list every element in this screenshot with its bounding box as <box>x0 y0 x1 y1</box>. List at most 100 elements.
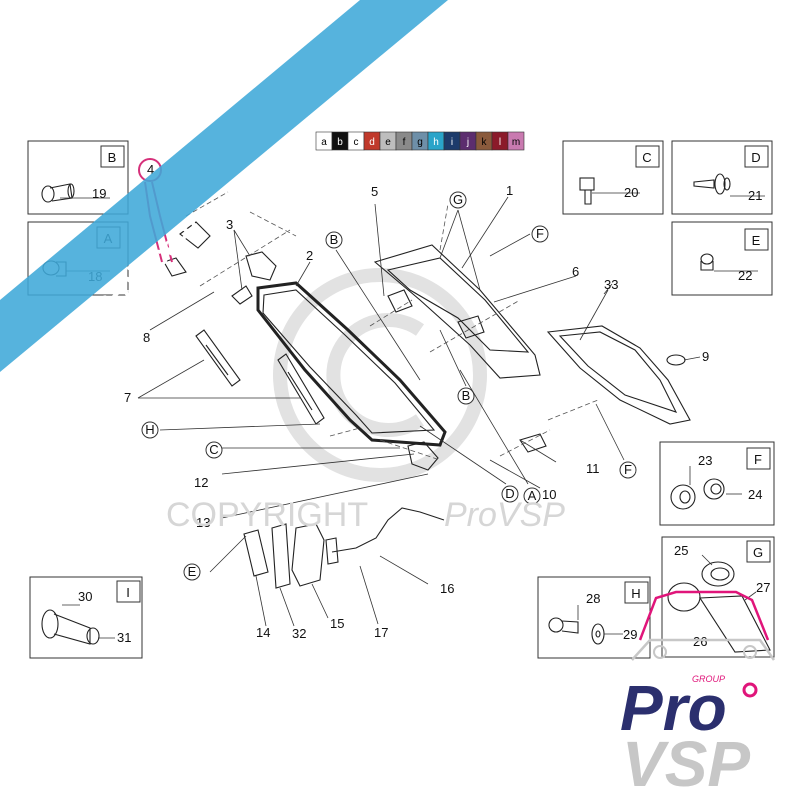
detail-box-c-letter: C <box>642 150 651 165</box>
detail-box-g-letter: G <box>753 545 763 560</box>
part-number-20: 20 <box>624 185 638 200</box>
callout-5: 5 <box>371 184 378 199</box>
detail-box-c: C 20 <box>562 140 664 215</box>
part-number-24: 24 <box>748 487 762 502</box>
legend-swatch-m <box>507 131 525 151</box>
lock-12 <box>407 441 439 471</box>
bumper-24-icon <box>703 478 725 500</box>
legend-letter-f: f <box>403 137 406 148</box>
part-number-31: 31 <box>117 630 131 645</box>
detail-box-b-letter: B <box>108 150 117 165</box>
detail-box-f: F 23 24 <box>659 441 775 526</box>
screw-20-icon <box>579 177 595 205</box>
car-outline-icon <box>631 590 776 661</box>
letter-ref-circle-d-8 <box>501 485 519 503</box>
detail-box-i-letter: I <box>126 585 130 600</box>
letter-ref-c-5: C <box>209 442 218 457</box>
provsp-logo: GROUP Pro VSP <box>620 590 776 800</box>
hinge-3 <box>231 251 277 305</box>
logo-line1: Pro <box>620 672 727 744</box>
legend-letter-j: j <box>466 137 469 148</box>
callout-1: 1 <box>506 183 513 198</box>
logo-group-label: GROUP <box>692 674 725 684</box>
letter-ref-a-9: A <box>528 488 537 503</box>
legend-letter-k: k <box>482 137 488 148</box>
letter-ref-b-3: B <box>462 388 471 403</box>
logo-line2: VSP <box>622 728 750 800</box>
legend-letter-e: e <box>385 137 391 148</box>
tailgate-exploded-view <box>163 191 691 589</box>
part-number-21: 21 <box>748 188 762 203</box>
letter-ref-circle-h-4 <box>141 421 159 439</box>
detail-box-d-letter: D <box>751 150 760 165</box>
callout-15: 15 <box>330 616 344 631</box>
callout-16: 16 <box>440 581 454 596</box>
letter-ref-f-7: F <box>624 462 632 477</box>
bolt-19-icon <box>41 183 75 203</box>
detail-box-i: I 30 31 <box>29 576 143 659</box>
callout-9: 9 <box>702 349 709 364</box>
copyright-watermark <box>273 268 487 482</box>
legend-letter-a: a <box>321 137 327 148</box>
number-plate-light-14 <box>243 529 269 577</box>
release-cable-16 <box>325 507 445 565</box>
grommet-23-icon <box>670 484 696 510</box>
letter-ref-circle-f-1 <box>531 225 549 243</box>
gasket-32 <box>271 523 291 589</box>
part-number-23: 23 <box>698 453 712 468</box>
seal-25-icon <box>701 561 735 587</box>
letter-ref-circle-e-6 <box>183 563 201 581</box>
rear-glass-33 <box>546 325 691 425</box>
part-number-26: 26 <box>693 634 707 649</box>
letter-ref-circle-c-5 <box>205 441 223 459</box>
copyright-brand: ProVSP <box>444 496 565 534</box>
legend-letter-h: h <box>433 137 439 148</box>
bracket-10 <box>519 433 547 453</box>
striker-6 <box>457 315 485 339</box>
legend-letter-d: d <box>369 137 375 148</box>
legend-letter-c: c <box>354 137 359 148</box>
callout-14: 14 <box>256 625 270 640</box>
callout-13: 13 <box>196 515 210 530</box>
detail-box-f-letter: F <box>754 452 762 467</box>
letter-ref-circle-g-0 <box>449 191 467 209</box>
callout-10: 10 <box>542 487 556 502</box>
part-number-30: 30 <box>78 589 92 604</box>
callout-11: 11 <box>586 461 600 476</box>
letter-ref-b-2: B <box>330 232 339 247</box>
callout-8: 8 <box>143 330 150 345</box>
latch-5 <box>387 289 413 313</box>
part-number-29: 29 <box>623 627 637 642</box>
detail-box-h-letter: H <box>631 586 640 601</box>
legend-letter-b: b <box>337 137 343 148</box>
letter-ref-circle-a-9 <box>523 487 541 505</box>
legend-letter-i: i <box>451 137 453 148</box>
letter-ref-circle-b-2 <box>325 231 343 249</box>
clip-21-icon <box>693 173 731 195</box>
letter-ref-circle-b-3 <box>457 387 475 405</box>
leader-lines <box>137 196 701 627</box>
legend-letter-l: l <box>499 137 501 148</box>
callout-7: 7 <box>124 390 131 405</box>
part-number-28: 28 <box>586 591 600 606</box>
detail-box-h: H 28 29 <box>537 576 651 659</box>
part-number-25: 25 <box>674 543 688 558</box>
callouts: 1 2 3 4 5 6 7 8 9 10 11 12 13 14 15 16 1… <box>124 162 709 641</box>
callout-12: 12 <box>194 475 208 490</box>
gas-strut-right <box>277 353 325 425</box>
callout-2: 2 <box>306 248 313 263</box>
legend-letter-g: g <box>417 137 423 148</box>
letter-ref-e-6: E <box>188 564 197 579</box>
ball-stud-28-icon <box>548 617 579 634</box>
tailgate-seal-2 <box>256 281 447 447</box>
callout-3: 3 <box>226 217 233 232</box>
screw-22-icon <box>700 253 714 271</box>
letter-ref-h-4: H <box>145 422 154 437</box>
callout-32: 32 <box>292 626 306 641</box>
grommet-9 <box>666 354 686 366</box>
detail-box-d: D 21 <box>671 140 773 215</box>
letter-ref-f-1: F <box>536 226 544 241</box>
